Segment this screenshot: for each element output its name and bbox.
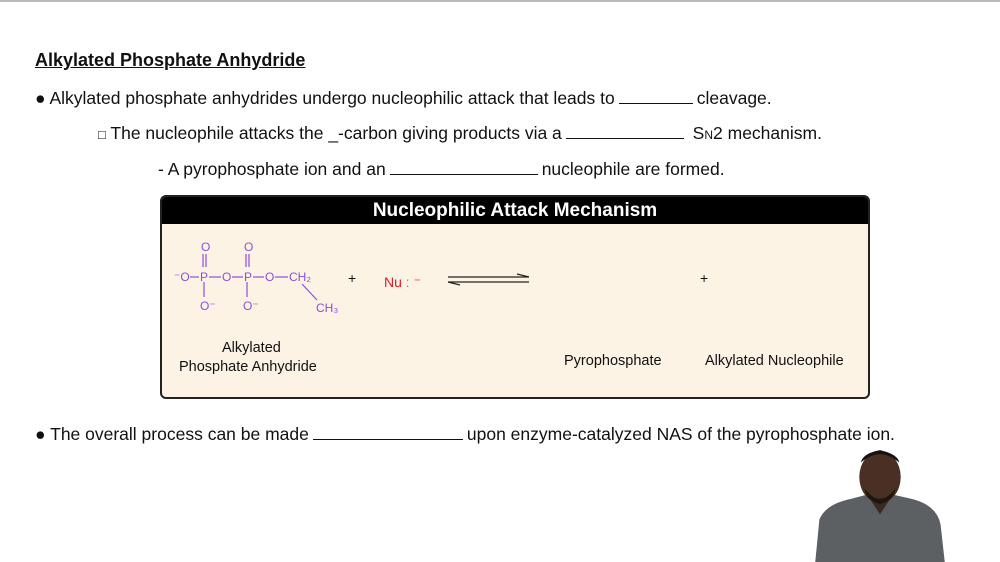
svg-text:CH₃: CH₃: [316, 301, 338, 315]
presenter-head: [859, 451, 901, 503]
bullet-1: ● Alkylated phosphate anhydrides undergo…: [35, 88, 772, 109]
presenter-video: [815, 450, 945, 562]
bullet-text: Alkylated phosphate anhydrides undergo n…: [49, 88, 615, 108]
bullet-text: cleavage.: [696, 88, 772, 108]
svg-text:O⁻: O⁻: [200, 299, 216, 313]
bullet-2: ● The overall process can be made upon en…: [35, 424, 895, 445]
blank: [618, 89, 693, 104]
svg-text:O: O: [201, 240, 210, 254]
sub-bullet-2: - A pyrophosphate ion and an nucleophile …: [158, 159, 725, 180]
plus-sign-products: +: [700, 270, 709, 286]
top-divider: [0, 0, 1000, 2]
sub-bullet-1: □ The nucleophile attacks the _-carbon g…: [98, 123, 822, 144]
bullet-icon: ●: [35, 424, 46, 444]
bullet-text: nucleophile are formed.: [541, 159, 725, 179]
svg-text:O: O: [244, 240, 253, 254]
blank: [389, 160, 538, 175]
nucleophile-text: Nu: [384, 274, 402, 290]
presenter-beard: [864, 488, 896, 504]
reactant-label-line1: Alkylated: [222, 340, 281, 356]
bullet-text: The nucleophile attacks the _-carbon giv…: [110, 123, 562, 143]
svg-text:P: P: [244, 270, 252, 284]
bullet-icon: ●: [35, 88, 46, 108]
svg-text:O: O: [222, 270, 231, 284]
svg-text:P: P: [200, 270, 208, 284]
bullet-text: upon enzyme-catalyzed NAS of the pyropho…: [466, 424, 895, 444]
reactant-label-line2: Phosphate Anhydride: [179, 359, 317, 375]
presenter-shirt: [815, 494, 945, 562]
sn-n: N: [704, 128, 714, 142]
bullet-text: 2 mechanism.: [713, 123, 822, 143]
plus-sign: +: [348, 270, 357, 286]
bullet-text: - A pyrophosphate ion and an: [158, 159, 386, 179]
presenter-hair: [860, 450, 900, 463]
svg-text:CH₂: CH₂: [289, 270, 311, 284]
product-pyrophosphate-label: Pyrophosphate: [564, 353, 662, 369]
product-alkylated-nucleophile-label: Alkylated Nucleophile: [705, 353, 844, 369]
sn-s: S: [692, 123, 705, 143]
blank: [565, 124, 684, 139]
svg-text:⁻O: ⁻O: [174, 270, 190, 284]
svg-text:O: O: [265, 270, 274, 284]
slide-title: Alkylated Phosphate Anhydride: [35, 50, 306, 70]
svg-text:O⁻: O⁻: [243, 299, 259, 313]
blank: [312, 425, 463, 440]
nucleophile: Nu ː ⁻: [384, 274, 421, 290]
checkbox-icon: □: [98, 127, 106, 142]
mechanism-title: Nucleophilic Attack Mechanism: [162, 197, 868, 224]
bullet-text: The overall process can be made: [50, 424, 309, 444]
